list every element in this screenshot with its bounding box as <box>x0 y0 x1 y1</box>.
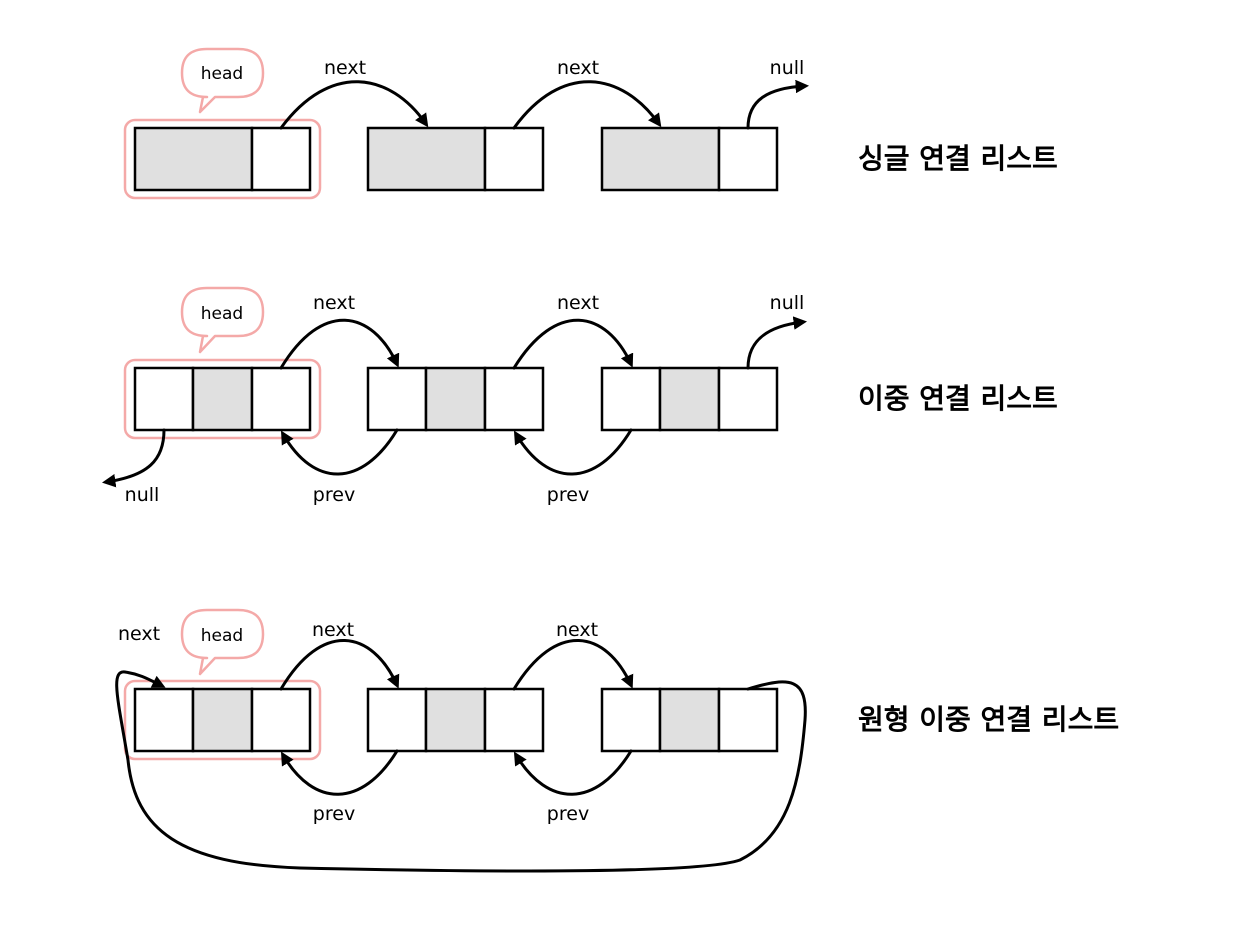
null-label: null <box>770 57 805 79</box>
head-node-highlight <box>123 679 322 761</box>
next-arrow-1 <box>279 80 429 130</box>
data-cell <box>658 366 721 432</box>
head-speech-bubble <box>180 47 265 114</box>
next-arrow-2 <box>512 639 634 691</box>
circular-node-2 <box>366 687 545 753</box>
doubly-node-1 <box>133 366 312 432</box>
next-label-2: next <box>556 619 598 641</box>
doubly-title: 이중 연결 리스트 <box>858 382 1058 415</box>
next-pointer-cell <box>483 687 545 753</box>
head-speech-bubble <box>180 608 265 676</box>
next-label-1: next <box>324 57 366 79</box>
head-node-highlight <box>123 118 322 200</box>
next-pointer-cell <box>250 687 312 753</box>
prev-pointer-cell <box>133 366 195 432</box>
prev-arrow-2 <box>513 749 633 796</box>
null-arrow <box>746 316 808 370</box>
head-null-label: null <box>125 484 160 506</box>
head-label: head <box>201 304 243 324</box>
circular-node-1 <box>133 687 312 753</box>
singly-node-2 <box>366 126 545 192</box>
singly-node-3 <box>600 126 779 192</box>
next-arrow-1 <box>279 639 400 691</box>
data-cell <box>658 687 721 753</box>
next-arrow-2 <box>512 80 662 130</box>
head-label: head <box>201 626 243 646</box>
next-label-1: next <box>312 619 354 641</box>
prev-pointer-cell <box>600 366 662 432</box>
head-label: head <box>201 64 243 84</box>
next-pointer-cell <box>717 366 779 432</box>
prev-pointer-cell <box>600 687 662 753</box>
prev-arrow-2 <box>513 428 633 476</box>
next-arrow-1 <box>279 318 400 370</box>
null-arrow <box>746 79 810 130</box>
prev-pointer-cell <box>133 687 195 753</box>
data-cell <box>191 687 254 753</box>
data-cell <box>191 366 254 432</box>
data-cell <box>424 366 487 432</box>
data-cell <box>600 126 721 192</box>
prev-label-1: prev <box>313 803 355 825</box>
prev-label-1: prev <box>313 484 355 506</box>
circular-title: 원형 이중 연결 리스트 <box>858 703 1119 736</box>
head-node-highlight <box>123 358 322 440</box>
data-cell <box>133 126 254 192</box>
next-pointer-cell <box>717 126 779 192</box>
prev-arrow-1 <box>280 428 399 476</box>
head-speech-bubble <box>180 286 265 354</box>
next-pointer-cell <box>483 126 545 192</box>
next-pointer-cell <box>250 126 312 192</box>
next-label-1: next <box>313 292 355 314</box>
prev-pointer-cell <box>366 366 428 432</box>
doubly-node-2 <box>366 366 545 432</box>
wrap-around-next-arrow <box>115 670 807 873</box>
next-label-2: next <box>557 57 599 79</box>
prev-pointer-cell <box>366 687 428 753</box>
singly-linked-list: head next next null 싱글 연결 리스트 <box>123 47 1058 200</box>
next-pointer-cell <box>717 687 779 753</box>
doubly-node-3 <box>600 366 779 432</box>
circular-doubly-linked-list: head next next next prev prev 원형 이중 연결 리… <box>115 608 1119 873</box>
data-cell <box>424 687 487 753</box>
next-arrow-2 <box>512 318 634 370</box>
prev-arrow-1 <box>280 749 399 796</box>
doubly-linked-list: head next next null prev prev null 이중 연결… <box>101 286 1058 506</box>
head-null-arrow <box>101 428 166 488</box>
next-pointer-cell <box>250 366 312 432</box>
null-label: null <box>770 292 805 314</box>
next-pointer-cell <box>483 366 545 432</box>
circular-node-3 <box>600 687 779 753</box>
singly-title: 싱글 연결 리스트 <box>858 142 1058 175</box>
data-cell <box>366 126 487 192</box>
wrap-next-label: next <box>118 623 160 645</box>
next-label-2: next <box>557 292 599 314</box>
prev-label-2: prev <box>547 484 589 506</box>
singly-node-1 <box>133 126 312 192</box>
prev-label-2: prev <box>547 803 589 825</box>
